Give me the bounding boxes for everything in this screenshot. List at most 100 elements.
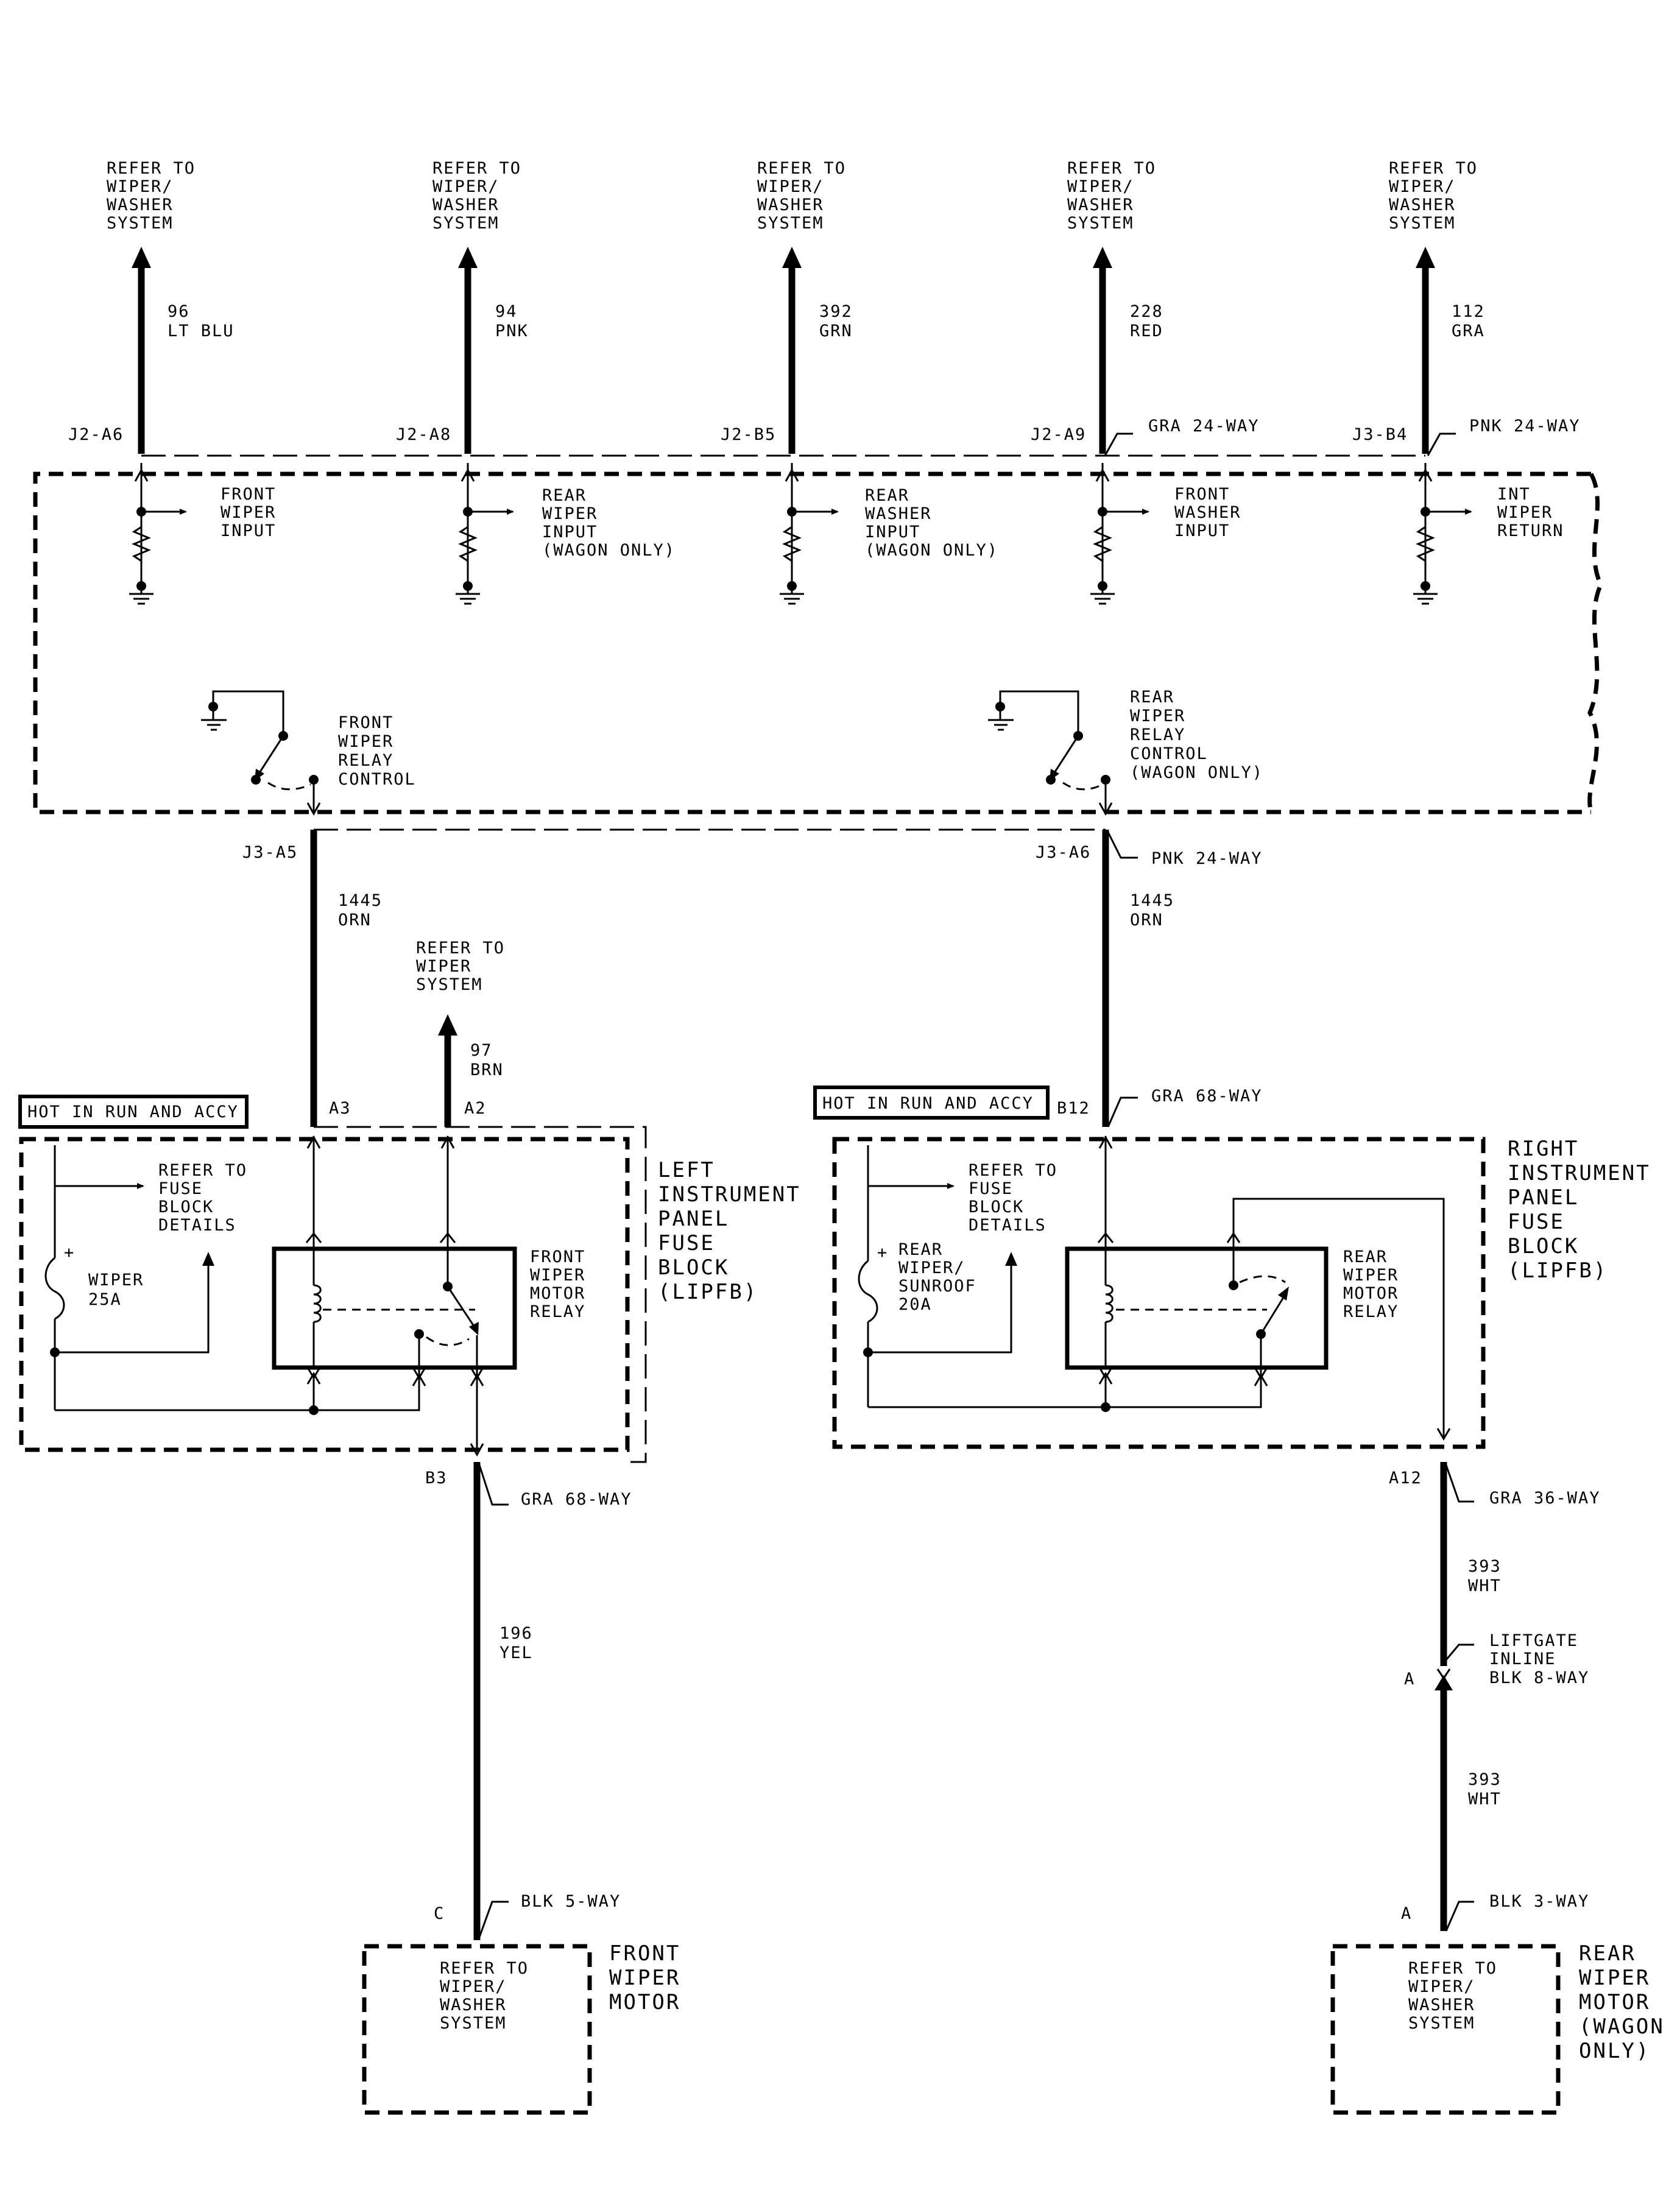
pin-label: A2 — [464, 1099, 487, 1118]
right-fuse-block-label: RIGHT INSTRUMENT PANEL FUSE BLOCK (LIPFB… — [1508, 1137, 1665, 1283]
wire-color: ORN — [1130, 911, 1163, 930]
wire-color: GRA — [1452, 322, 1485, 341]
circuit-number: 196 — [499, 1624, 533, 1643]
left-fuse-block-label: LEFT INSTRUMENT PANEL FUSE BLOCK (LIPFB) — [658, 1158, 815, 1304]
front-wiper-motor-box — [362, 1944, 592, 2115]
input-circuit-2: REAR WIPER INPUT (WAGON ONLY) — [456, 463, 676, 605]
circuit-number: 96 — [168, 302, 190, 321]
connector-label: GRA 36-WAY — [1489, 1489, 1601, 1508]
arrow-up-icon — [1416, 247, 1435, 268]
liftgate-inline-label: LIFTGATE INLINE BLK 8-WAY — [1489, 1631, 1589, 1687]
pin-label: A — [1401, 1904, 1412, 1923]
top-connection-4: REFER TO WIPER/ WASHER SYSTEM 228 RED J2… — [1031, 159, 1260, 456]
connector-label: GRA 68-WAY — [1151, 1087, 1263, 1106]
pin-label: C — [434, 1904, 445, 1923]
refer-label: REFER TO WIPER/ WASHER SYSTEM — [1389, 159, 1489, 233]
hot-in-run-label-box — [813, 1086, 1050, 1120]
top-connection-5: REFER TO WIPER/ WASHER SYSTEM 112 GRA J3… — [1352, 159, 1581, 456]
terminal-label: J3-B4 — [1352, 425, 1408, 444]
front-wiper-motor-relay-label: FRONT WIPER MOTOR RELAY — [530, 1248, 597, 1321]
circuit-number: 393 — [1468, 1557, 1502, 1576]
rear-wiper-motor-relay-label: REAR WIPER MOTOR RELAY — [1343, 1248, 1410, 1321]
front-motor-refer-label: REFER TO WIPER/ WASHER SYSTEM — [440, 1959, 540, 2033]
front-relay-control-label: FRONT WIPER RELAY CONTROL — [338, 713, 416, 789]
wire-color: GRN — [819, 322, 853, 341]
front-relay-control-switch: FRONT WIPER RELAY CONTROL — [201, 690, 416, 816]
wire-color: WHT — [1468, 1790, 1502, 1809]
input-label: FRONT WIPER INPUT — [221, 485, 288, 540]
arrow-up-icon — [1435, 1675, 1453, 1690]
input-circuit-1: FRONT WIPER INPUT — [129, 463, 288, 605]
terminal-label: J2-A9 — [1031, 425, 1086, 444]
wire-color: YEL — [499, 1643, 533, 1662]
circuit-number: 97 — [470, 1041, 493, 1060]
pin-label: A12 — [1389, 1469, 1422, 1488]
circuit-number: 1445 — [1130, 891, 1174, 910]
hot-in-run-label: HOT IN RUN AND ACCY — [27, 1103, 239, 1121]
fuse-plus: + — [877, 1243, 888, 1262]
input-label: INT WIPER RETURN — [1497, 485, 1564, 540]
module-box — [33, 471, 1603, 814]
circuit-number: 228 — [1130, 302, 1163, 321]
hot-in-run-label-box — [18, 1095, 249, 1129]
arrow-up-icon — [458, 247, 478, 268]
terminal-label: J3-A6 — [1036, 843, 1091, 862]
refer-label: REFER TO WIPER/ WASHER SYSTEM — [432, 159, 532, 233]
circuit-number: 393 — [1468, 1770, 1502, 1789]
input-circuit-5: INT WIPER RETURN — [1413, 463, 1564, 605]
arrow-up-icon — [438, 1014, 457, 1036]
rear-wiper-motor-relay-box — [1065, 1246, 1329, 1370]
left-branch: J3-A5 1445 ORN REFER TO WIPER SYSTEM 97 … — [18, 830, 815, 2115]
top-connection-2: REFER TO WIPER/ WASHER SYSTEM 94 PNK J2-… — [396, 159, 532, 454]
fuse-refer-label: REFER TO FUSE BLOCK DETAILS — [969, 1161, 1068, 1235]
terminal-label: J2-A8 — [396, 425, 451, 444]
pin-label: B3 — [425, 1469, 448, 1488]
connector-label: BLK 5-WAY — [521, 1892, 621, 1911]
rear-wiper-motor-label: REAR WIPER MOTOR (WAGON ONLY) — [1579, 1941, 1679, 2063]
connector-label: BLK 3-WAY — [1489, 1892, 1589, 1911]
input-label: FRONT WASHER INPUT — [1174, 485, 1252, 540]
input-label: REAR WASHER INPUT (WAGON ONLY) — [865, 486, 998, 560]
wire-color: ORN — [338, 911, 372, 930]
rear-relay-control-label: REAR WIPER RELAY CONTROL (WAGON ONLY) — [1130, 688, 1263, 782]
connector-label: GRA 24-WAY — [1148, 417, 1260, 436]
connector-label: GRA 68-WAY — [521, 1490, 632, 1509]
refer-label: REFER TO WIPER/ WASHER SYSTEM — [1067, 159, 1167, 233]
fuse-refer-label: REFER TO FUSE BLOCK DETAILS — [158, 1161, 258, 1235]
pin-label: A — [1404, 1670, 1415, 1689]
wire-color: WHT — [1468, 1576, 1502, 1595]
connector-label: PNK 24-WAY — [1151, 849, 1263, 868]
pin-label: A3 — [329, 1099, 351, 1118]
circuit-number: 392 — [819, 302, 853, 321]
connector-label: PNK 24-WAY — [1469, 417, 1581, 436]
wire-color: LT BLU — [168, 322, 235, 341]
fuse-name-label: REAR WIPER/ SUNROOF 20A — [898, 1240, 987, 1314]
top-connection-3: REFER TO WIPER/ WASHER SYSTEM 392 GRN J2… — [721, 159, 857, 454]
refer-label: REFER TO WIPER/ WASHER SYSTEM — [757, 159, 857, 233]
pin-label: B12 — [1057, 1099, 1090, 1118]
right-branch: J3-A6 PNK 24-WAY 1445 ORN HOT IN RUN AND… — [813, 830, 1679, 2115]
rear-wiper-motor-box — [1330, 1944, 1561, 2115]
fuse-plus: + — [64, 1243, 75, 1262]
terminal-label: J3-A5 — [242, 843, 298, 862]
left-fuse-block-box — [19, 1137, 630, 1452]
rear-relay-control-switch: REAR WIPER RELAY CONTROL (WAGON ONLY) — [988, 688, 1263, 816]
fuse-name-label: WIPER 25A — [88, 1271, 155, 1309]
circuit-number: 112 — [1452, 302, 1485, 321]
hot-in-run-label: HOT IN RUN AND ACCY — [822, 1094, 1034, 1113]
rear-motor-refer-label: REFER TO WIPER/ WASHER SYSTEM — [1408, 1959, 1508, 2033]
circuit-number: 1445 — [338, 891, 383, 910]
arrow-up-icon — [1093, 247, 1112, 268]
refer-label: REFER TO WIPER/ WASHER SYSTEM — [107, 159, 206, 233]
front-wiper-motor-relay-box — [272, 1246, 517, 1370]
terminal-label: J2-A6 — [68, 425, 124, 444]
front-wiper-motor-label: FRONT WIPER MOTOR — [609, 1941, 695, 2014]
wire-color: PNK — [495, 322, 529, 341]
input-label: REAR WIPER INPUT (WAGON ONLY) — [542, 486, 676, 560]
circuit-number: 94 — [495, 302, 518, 321]
refer-label: REFER TO WIPER SYSTEM — [416, 939, 516, 994]
input-circuit-3: REAR WASHER INPUT (WAGON ONLY) — [780, 463, 998, 605]
input-circuit-4: FRONT WASHER INPUT — [1090, 463, 1252, 605]
top-connection-1: REFER TO WIPER/ WASHER SYSTEM 96 LT BLU … — [68, 159, 235, 454]
